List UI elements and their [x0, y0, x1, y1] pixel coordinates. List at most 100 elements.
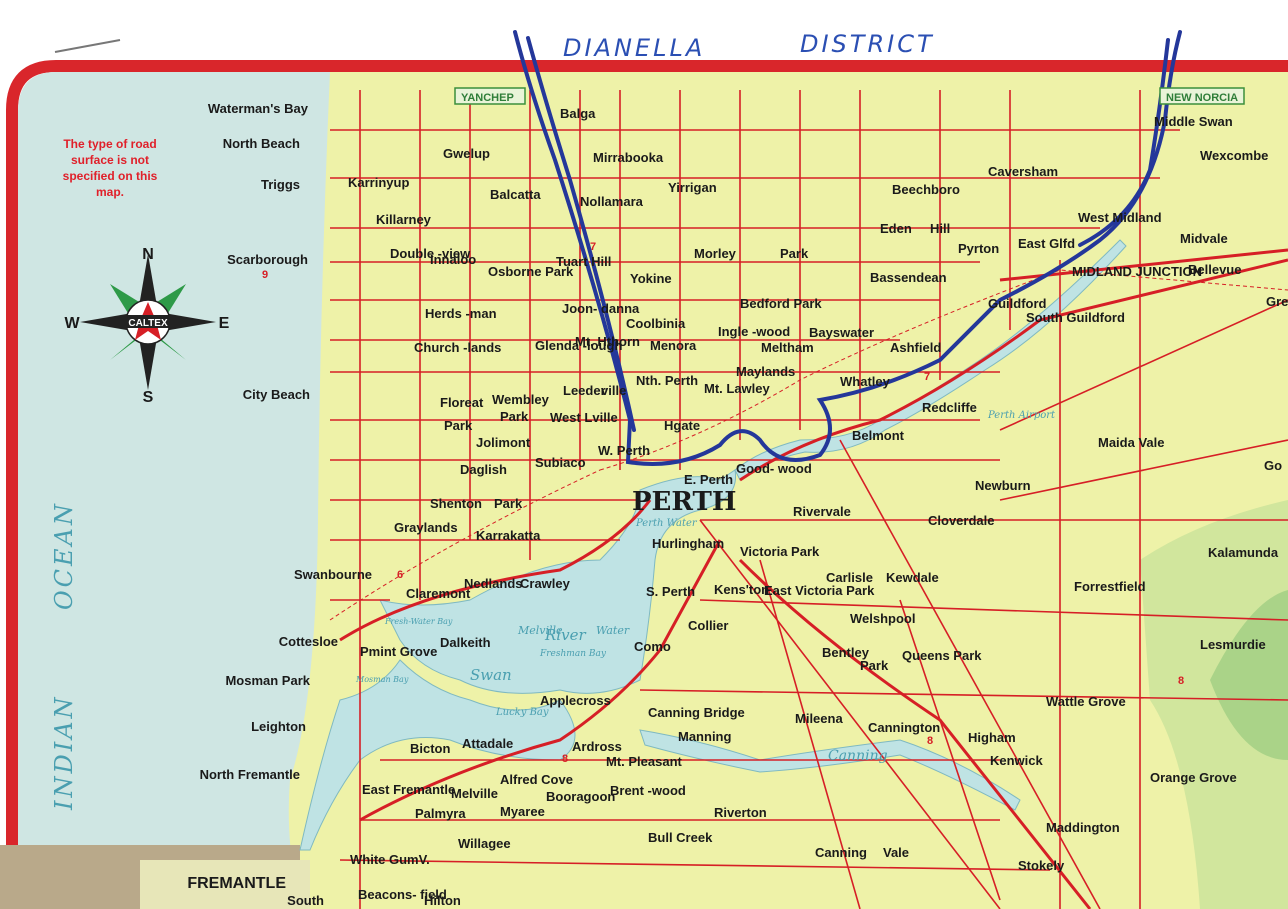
water-label: Swan [470, 666, 512, 684]
suburb-label: Queens Park [902, 648, 982, 663]
suburb-label: Hgate [664, 418, 700, 433]
suburb-label: Alfred Cove [500, 772, 573, 787]
annotation-dianella: DIANELLA [563, 34, 705, 62]
compass-s: S [143, 389, 154, 406]
suburb-label: East Victoria Park [764, 583, 875, 598]
suburb-label: Bellevue [1188, 262, 1241, 277]
place-south: South [287, 893, 324, 908]
suburb-label: Claremont [406, 586, 471, 601]
badge-new-norcia-label: NEW NORCIA [1166, 92, 1238, 104]
sea-area [18, 72, 330, 909]
suburb-label: Wembley [492, 392, 550, 407]
suburb-label: Manning [678, 729, 731, 744]
suburb-label: Hurlingham [652, 536, 724, 551]
place-north-fremantle: North Fremantle [200, 767, 300, 782]
suburb-label: Kalamunda [1208, 545, 1279, 560]
hills-shading-2 [1210, 590, 1288, 760]
suburb-label: Middle Swan [1154, 114, 1233, 129]
suburb-label: Tuart Hill [556, 254, 611, 269]
suburb-label: Lesmurdie [1200, 637, 1266, 652]
water-label: Fresh-Water Bay [384, 617, 453, 626]
suburb-label: Wexcombe [1200, 148, 1268, 163]
compass-rose: CALTEX [80, 254, 216, 390]
suburb-label: Belmont [852, 428, 905, 443]
suburb-label: Park [494, 496, 523, 511]
suburb-label: Canning [815, 845, 867, 860]
suburb-label: Kenwick [990, 753, 1044, 768]
suburb-label: S. Perth [646, 584, 695, 599]
suburb-label: Willagee [458, 836, 511, 851]
suburb-label: Eden [880, 221, 912, 236]
suburb-label: Redcliffe [922, 400, 977, 415]
suburb-label: Mirrabooka [593, 150, 664, 165]
suburb-label: Hill [930, 221, 950, 236]
suburb-label: Osborne Park [488, 264, 574, 279]
suburb-label: Whatley [840, 374, 891, 389]
suburb-label: Forrestfield [1074, 579, 1146, 594]
suburb-label: Innaloo [430, 252, 476, 267]
suburb-label: Park [500, 409, 529, 424]
highways [339, 248, 1288, 909]
map-border [6, 60, 1288, 909]
suburb-label: Double -view [390, 246, 471, 261]
suburb-label: Newburn [975, 478, 1031, 493]
suburb-label: Pmint Grove [360, 644, 437, 659]
legend-line-1: The type of road [63, 137, 156, 151]
suburb-label: Collier [688, 618, 728, 633]
suburb-label: Park [860, 658, 889, 673]
suburb-label: MIDLAND JUNCTION [1072, 264, 1202, 279]
badge-yanchep-label: YANCHEP [461, 92, 514, 104]
hills-shading [1140, 500, 1288, 909]
water-label: River [544, 626, 586, 644]
suburb-label: Palmyra [415, 806, 466, 821]
suburb-label: White GumV. [350, 852, 430, 867]
suburb-label: Joon- danna [562, 301, 640, 316]
legend-line-4: map. [96, 185, 124, 199]
water-label: Mosman Bay [355, 675, 409, 684]
pen-boundary [513, 30, 1182, 466]
suburb-label: Victoria Park [740, 544, 820, 559]
suburb-label: Bentley [822, 645, 870, 660]
suburb-label: Leeder [563, 383, 606, 398]
suburb-label: Rivervale [793, 504, 851, 519]
suburb-label: Coolbinia [626, 316, 686, 331]
suburb-label: East Glfd [1018, 236, 1075, 251]
water-label: Melville [517, 624, 563, 637]
legend-note: The type of road surface is not specifie… [63, 137, 158, 199]
suburb-label: Yokine [630, 271, 672, 286]
suburb-label: East Fremantle [362, 782, 455, 797]
suburb-label: Subiaco [535, 455, 586, 470]
place-leighton: Leighton [251, 719, 306, 734]
suburb-label: Bull Creek [648, 830, 713, 845]
suburb-label: Brent -wood [610, 783, 686, 798]
suburb-label: Como [634, 639, 671, 654]
water-label: Freshman Bay [539, 649, 607, 659]
suburb-label: Church -lands [414, 340, 501, 355]
place-north-beach: North Beach [223, 136, 300, 151]
suburb-label: Beacons- field [358, 887, 447, 902]
suburb-label: Wattle Grove [1046, 694, 1126, 709]
water-label: Canning [828, 748, 888, 764]
suburb-label: Balga [560, 106, 596, 121]
suburb-label: Mt. Hthorn [575, 334, 640, 349]
suburb-label: Bassendean [870, 270, 947, 285]
suburb-label: Bicton [410, 741, 451, 756]
place-fremantle: FREMANTLE [187, 875, 286, 892]
fremantle-block [140, 860, 310, 909]
suburb-label: Nth. Perth [636, 373, 698, 388]
suburb-label: Attadale [462, 736, 513, 751]
east-suburb-labels: Middle Swan Wexcombe Caversham Beechboro… [840, 114, 1288, 873]
suburb-label: Graylands [394, 520, 458, 535]
suburb-label: Killarney [376, 212, 432, 227]
suburb-label: West Midland [1078, 210, 1162, 225]
suburb-label: Daglish [460, 462, 507, 477]
place-triggs: Triggs [261, 177, 300, 192]
suburb-label: South Guildford [1026, 310, 1125, 325]
suburb-label: Yirrigan [668, 180, 717, 195]
compass-e: E [219, 315, 230, 332]
suburb-label: Karrakatta [476, 528, 541, 543]
suburb-label: Beechboro [892, 182, 960, 197]
suburb-label: Mt. Lawley [704, 381, 771, 396]
badge-new-norcia: NEW NORCIA [1159, 87, 1245, 105]
suburb-label: W. Perth [598, 443, 650, 458]
